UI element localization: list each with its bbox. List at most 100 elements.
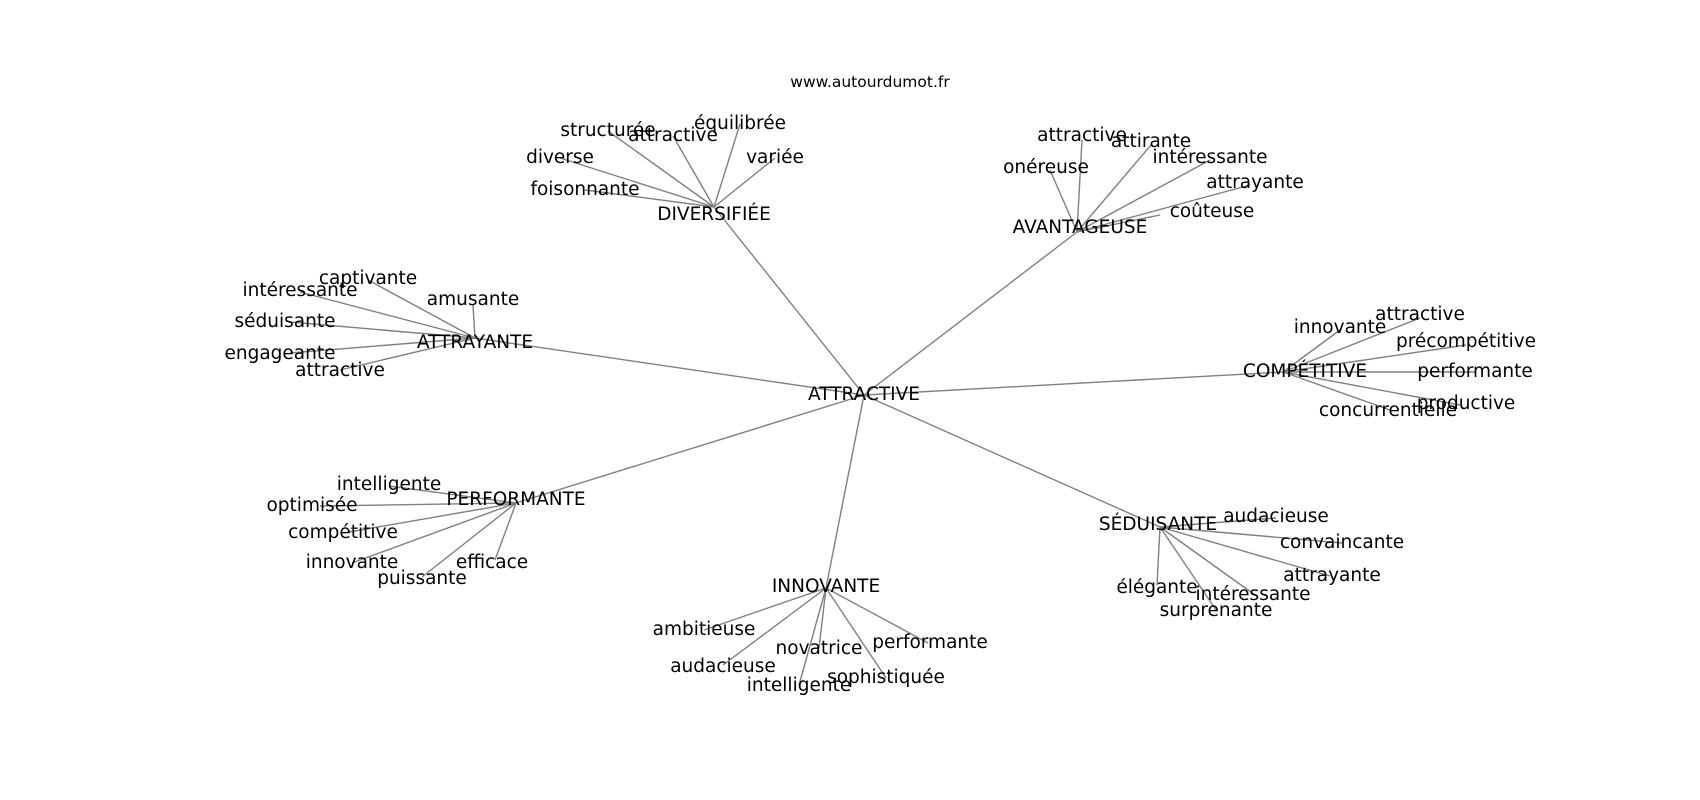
leaf-edge xyxy=(367,279,476,339)
leaf-edge xyxy=(798,587,827,686)
leaf-word: compétitive xyxy=(288,521,398,543)
leaf-edge xyxy=(339,337,476,371)
leaf-word: audacieuse xyxy=(1223,505,1329,527)
leaf-word: onéreuse xyxy=(1003,156,1089,178)
leaf-edge xyxy=(1076,139,1083,233)
leaf-edge xyxy=(607,130,715,208)
leaf-word: ambitieuse xyxy=(652,618,756,640)
root-edge xyxy=(515,394,865,504)
root-edge xyxy=(863,231,1078,396)
leaf-word: intéressante xyxy=(1195,583,1311,605)
leaf-word: surprenante xyxy=(1159,599,1273,621)
leaf-word: productive xyxy=(1416,392,1516,414)
leaf-edge xyxy=(1076,214,1161,233)
leaf-word: intelligente xyxy=(336,473,442,495)
branch-word-seduisante: SÉDUISANTE xyxy=(1098,513,1218,535)
leaf-word: séduisante xyxy=(234,310,336,332)
leaf-word: optimisée xyxy=(266,494,358,516)
leaf-word: intéressante xyxy=(242,279,358,301)
leaf-word: efficace xyxy=(455,551,529,573)
leaf-word: novatrice xyxy=(775,637,863,659)
leaf-word: élégante xyxy=(1116,576,1198,598)
leaf-edge xyxy=(1049,169,1078,233)
leaf-word: performante xyxy=(1417,360,1533,382)
leaf-edge xyxy=(319,502,517,507)
leaf-edge xyxy=(1076,159,1211,233)
leaf-edge xyxy=(1159,526,1343,544)
leaf-word: amusante xyxy=(426,288,520,310)
leaf-edge xyxy=(299,291,476,339)
leaf-edge xyxy=(421,502,517,578)
branch-word-avantageuse: AVANTAGEUSE xyxy=(1012,216,1148,238)
leaf-word: audacieuse xyxy=(670,655,776,677)
leaf-word: attrayante xyxy=(1206,171,1304,193)
leaf-edge xyxy=(1282,317,1421,373)
leaf-edge xyxy=(825,587,929,644)
leaf-edge xyxy=(1282,371,1391,411)
leaf-edge xyxy=(584,189,715,208)
leaf-edge xyxy=(1282,329,1341,373)
leaf-edge xyxy=(388,485,517,504)
leaf-word: engageante xyxy=(224,342,336,364)
leaf-word: variée xyxy=(746,146,804,168)
leaf-edge xyxy=(1159,517,1277,528)
leaf-edge xyxy=(713,123,741,208)
leaf-word: structurée xyxy=(560,119,656,141)
root-edge xyxy=(713,206,865,396)
leaf-word: intelligente xyxy=(746,674,852,696)
leaf-word: foisonnante xyxy=(530,178,640,200)
leaf-word: diverse xyxy=(526,146,594,168)
root-word: ATTRACTIVE xyxy=(808,383,920,405)
leaf-word: précompétitive xyxy=(1395,330,1537,352)
leaf-word: attrayante xyxy=(1283,564,1381,586)
leaf-word: innovante xyxy=(1293,316,1387,338)
leaf-word: sophistiquée xyxy=(827,666,945,688)
leaf-word: captivante xyxy=(318,267,418,289)
leaf-edge xyxy=(713,157,776,208)
leaf-edge xyxy=(494,502,517,561)
leaf-word: attractive xyxy=(295,359,385,381)
leaf-edge xyxy=(289,321,476,339)
leaf-edge xyxy=(1076,144,1152,233)
leaf-word: convaincante xyxy=(1279,531,1405,553)
branch-word-diversifiee: DIVERSIFIÉE xyxy=(657,203,771,225)
branch-word-competitive: COMPÉTITIVE xyxy=(1242,360,1368,382)
root-edge xyxy=(863,394,1161,528)
leaf-edge xyxy=(1159,526,1331,577)
leaf-word: attractive xyxy=(1375,303,1465,325)
site-credit: www.autourdumot.fr xyxy=(790,73,950,91)
leaf-word: attractive xyxy=(1037,124,1127,146)
branch-word-performante: PERFORMANTE xyxy=(446,488,586,510)
leaf-edge xyxy=(289,337,476,354)
leaf-word: intéressante xyxy=(1152,146,1268,168)
leaf-edge xyxy=(472,304,476,339)
leaf-edge xyxy=(1076,184,1251,233)
leaf-word: innovante xyxy=(305,551,399,573)
leaf-word: coûteuse xyxy=(1169,200,1255,222)
root-edge xyxy=(863,371,1284,396)
branch-word-innovante: INNOVANTE xyxy=(771,575,881,597)
leaf-edge xyxy=(559,157,715,208)
leaf-edge xyxy=(1156,526,1161,586)
root-edge xyxy=(825,394,865,589)
leaf-edge xyxy=(672,135,715,208)
leaf-edge xyxy=(703,587,827,631)
leaf-edge xyxy=(818,587,827,649)
leaf-word: équilibrée xyxy=(694,112,786,134)
leaf-edge xyxy=(1159,526,1217,611)
leaf-word: puissante xyxy=(377,567,467,589)
leaf-edge xyxy=(825,587,887,679)
leaf-edge xyxy=(722,587,827,666)
leaf-edge xyxy=(351,502,517,564)
leaf-edge xyxy=(342,502,517,534)
leaf-edge xyxy=(1282,344,1467,373)
leaf-edge xyxy=(1282,371,1461,406)
branch-word-attrayante: ATTRAYANTE xyxy=(416,331,534,353)
leaf-word: performante xyxy=(872,631,988,653)
root-edge xyxy=(474,337,865,396)
leaf-edge xyxy=(1159,526,1256,596)
leaf-word: attractive xyxy=(628,124,718,146)
leaf-word: concurrentielle xyxy=(1318,399,1458,421)
